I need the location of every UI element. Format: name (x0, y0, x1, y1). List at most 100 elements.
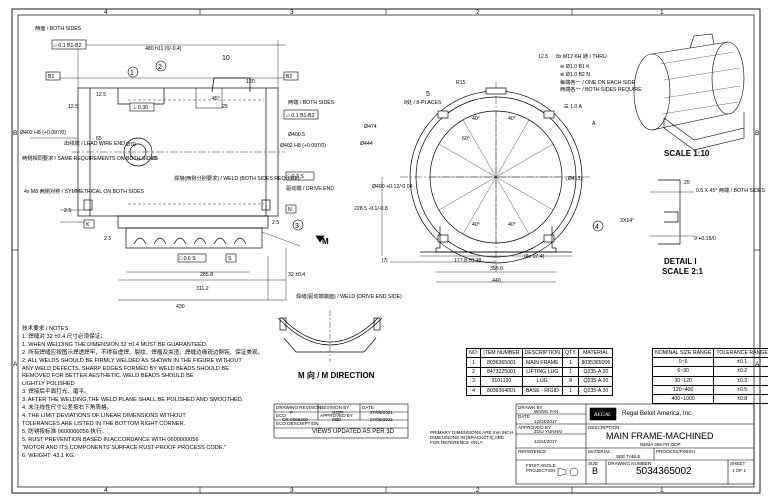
dim-2-5a-label: 2.5 (64, 208, 71, 214)
fcf-06-label: □ 0.6 S (179, 256, 196, 262)
isometric-view (633, 33, 745, 151)
d9-label: 9 +0.15/0 (694, 236, 716, 242)
dim-285-label: 285.8 (200, 272, 213, 278)
callout-balloons: 1 2 3 4 5 10 (127, 55, 604, 232)
bom-cell: 8039364001 (480, 385, 523, 396)
drawn-value: WANG YAN (534, 409, 559, 414)
note-line: 6. WEIGHT: 43.1 KG. (22, 452, 76, 459)
angle-40d-label: 40° (508, 222, 516, 228)
d440-label: 440 (492, 278, 501, 284)
size-header: SIZE (588, 461, 599, 466)
perp-fcf-label: ⊥ 0.30 (132, 105, 148, 111)
m-direction-view (277, 310, 383, 362)
side-fcf-frames (45, 39, 319, 263)
eco-header: ECO (276, 413, 286, 418)
note-line: 2. 所有焊缝应按图示焊透焊牢，不得有虚焊、裂纹、焊瘤及夹渣，焊缝边缘锐边倒钝、… (22, 349, 264, 356)
dim-402b-label: Ø402 H8 (+0.097/0) (280, 143, 326, 149)
bom-cell: LUG (521, 376, 564, 387)
d444-label: Ø444 (360, 141, 373, 147)
dim-45-label: 45° (212, 96, 220, 102)
sheet-header: SHEET (730, 461, 746, 466)
tolerance-cell: 30~120 (651, 375, 715, 386)
note-line: 技术要求 / NOTES (22, 326, 69, 332)
weld-both-label: 焊接(两侧分别要求) / WELD (BOTH SIDES REQUIRE) (174, 174, 300, 182)
tolerance-cell: 6~30 (651, 366, 715, 377)
tolerance-row: 6~30±0.2 (651, 366, 768, 377)
drawn-date-value: 12/04/2017 (534, 419, 557, 424)
r15-label: R15 (456, 80, 466, 86)
tolerance-cell: ±0.3 (713, 375, 768, 386)
bom-cell: 1 (561, 357, 580, 368)
tolerance-header-row: NOMINAL SIZE RANGE TOLERANCE RANGE (651, 347, 768, 359)
dim-25-label: 25 (222, 104, 228, 110)
zone-right-b: B (755, 130, 759, 137)
tolerance-row: 400~1000±0.8 (651, 393, 768, 405)
bom-cell: BASE - RIGID (521, 385, 564, 396)
approved-value: ZOU YUNHAI (534, 429, 563, 434)
angle-40c-label: 40° (472, 222, 480, 228)
datum-b2-label: B2 (286, 74, 292, 80)
tolerance-header: NOMINAL SIZE RANGE (651, 347, 715, 359)
note-line: 2. ALL WELDS SHOULD BE FIRMLY WELDED AS … (22, 357, 242, 364)
note-line: "MOTOR AND ITS COMPONENTS SURFACE RUST-P… (22, 444, 227, 451)
tolerance-cell: ±0.2 (713, 366, 768, 377)
drawing-subtitle: NEMA 365 FR ODP (640, 442, 681, 447)
fcf-top-label: ⏥ 0.1 B1-B2 (53, 43, 82, 49)
bom-row: 2 8473225001 LIFTING LUG 1 Q235-A 20 (465, 366, 614, 378)
rev-date2-value: 27/09/2021 (370, 417, 393, 422)
zone-bottom-2: 2 (476, 487, 480, 494)
tolerance-table: NOMINAL SIZE RANGE TOLERANCE RANGE 0~6±0… (651, 347, 768, 405)
drawn-date-header: DATE (518, 414, 530, 419)
rev-by-header: REVISION BY (320, 405, 350, 410)
tolerance-header: TOLERANCE RANGE (713, 347, 768, 359)
tolerance-cell: ±0.1 (713, 357, 768, 368)
zone-top-2: 2 (476, 9, 480, 16)
rev-header: DRAWING REVISION (276, 405, 322, 410)
d413-label: (Ø413) (566, 176, 582, 182)
bom-cell: 8473225001 (480, 366, 523, 378)
note-line: 5. RUST PREVENTION BASED IN ACCORDANCE W… (22, 436, 199, 443)
bom-cell: MAIN FRAME (521, 357, 564, 368)
dim-65a-label: 65 (96, 136, 102, 142)
bom-cell: 2 (465, 366, 482, 378)
note-line: 3. 焊接后平面打光、磨平。 (22, 389, 90, 396)
callout-10: 10 (222, 55, 230, 62)
projection-label: FIRST ANGLE PROJECTION (526, 463, 556, 473)
tolerance-cell: 0~6 (651, 357, 715, 368)
same-req-label: 两侧相同要求 / SAME REQUIREMENTS ON BOTH SIDES (22, 154, 158, 162)
tolerance-cell: ±0.5 (713, 384, 768, 395)
note-line: TOLERANCES ARE LISTED IN THE BOTTOM RIGH… (22, 420, 186, 427)
tolerance-row: 120~400±0.5 (651, 384, 768, 395)
eight-places-label: 8处 / 8-PLACES (404, 98, 442, 106)
appr-value: SBD (332, 417, 342, 422)
datum-a-label: A (592, 121, 596, 127)
bom-header: ITEM NUMBER (480, 347, 523, 359)
note-line: 1. 焊缝对 32 ±0.4 尺寸必须保证； (22, 333, 106, 340)
drawing-title: MAIN FRAME-MACHINED (606, 431, 714, 441)
bom-header: QTY. (561, 347, 580, 359)
material-header: MATERIAL (588, 449, 611, 454)
lead-wire-label: 出线端 / LEAD WIRE END (64, 139, 125, 147)
dim-2-5c-label: 2.5 (104, 236, 111, 242)
side-section-view (30, 40, 325, 301)
angle-40b-label: 40° (508, 116, 516, 122)
tolerance-cell: 120~400 (651, 384, 715, 395)
scale-21-label: SCALE 2:1 (662, 267, 703, 276)
bom-cell: 3 (465, 376, 482, 387)
zone-ticks (12, 9, 760, 493)
dim-402-label: Ø402 H8 (+0.097/0) (20, 130, 66, 136)
callout-3: 3 (295, 223, 299, 230)
m12-label: 8x M12-6H 通 / THRU (556, 52, 607, 60)
m8-label: 4x M8 两侧对称 / SYMMETRICAL ON BOTH SIDES (24, 187, 145, 195)
zone-bottom-3: 3 (290, 487, 294, 494)
bom-header: DESCRIPTION (521, 347, 564, 359)
tolerance-row: 0~6±0.1 (651, 357, 768, 368)
tolerance-cell: ±0.8 (713, 393, 768, 405)
dim-2-5b-label: 2.5 (272, 220, 279, 226)
d355-label: 355.6 (490, 266, 503, 272)
angle-60-label: 60° (462, 136, 470, 142)
title-block-frame (273, 403, 755, 485)
dim-12-5b-label: 12.5 (96, 92, 106, 98)
note-line: ANY WELD DEFECTS. SHARP EDGES FORMED BY … (22, 365, 230, 372)
fcf-a-label: ☰ 1.0 A (564, 104, 582, 110)
